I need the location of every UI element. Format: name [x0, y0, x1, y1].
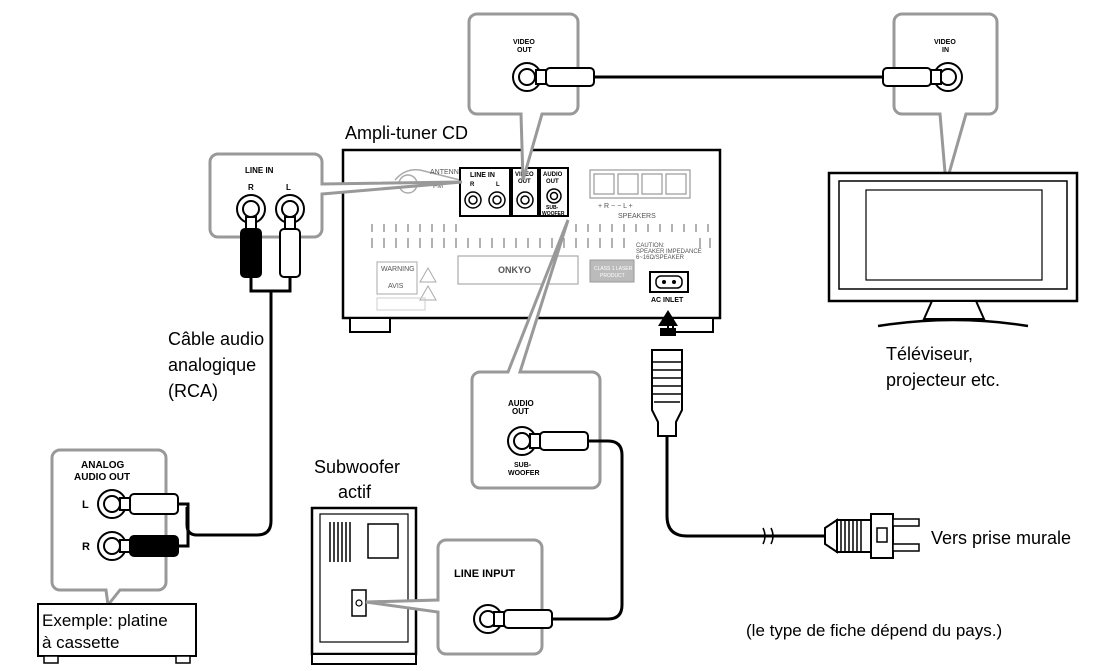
- panel-video-label-2: OUT: [518, 179, 531, 185]
- analog-out-label-1: ANALOG: [81, 460, 125, 471]
- subwoofer-icon: [310, 506, 418, 665]
- audio-out-label-2: OUT: [512, 407, 529, 416]
- panel-caution-1: CAUTION:: [636, 243, 665, 249]
- subwoofer-label-2: actif: [338, 482, 372, 502]
- cable-label-2: analogique: [168, 355, 256, 375]
- panel-r-label: R: [470, 182, 475, 188]
- sub-jack-label-1: SUB-: [514, 462, 532, 469]
- panel-brand: ONKYO: [498, 265, 531, 275]
- analog-audio-out-callout: ANALOG AUDIO OUT L R: [50, 448, 168, 609]
- wall-outlet-label: Vers prise murale: [931, 528, 1071, 548]
- tv-label-2: projecteur etc.: [886, 370, 1000, 390]
- ac-inlet: AC INLET: [649, 271, 689, 304]
- panel-antenna-label: ANTENNA: [430, 169, 464, 176]
- video-in-label-1: VIDEO: [934, 39, 956, 46]
- line-in-callout: LINE IN R L: [208, 152, 463, 239]
- tv-label-1: Téléviseur,: [886, 344, 973, 364]
- video-out-label-2: OUT: [517, 47, 533, 54]
- video-out-label-1: VIDEO: [513, 39, 535, 46]
- panel-laser-1: CLASS 1 LASER: [594, 266, 633, 272]
- panel-caution-3: 6~16Ω/SPEAKER: [636, 255, 685, 261]
- panel-speakers-label: SPEAKERS: [618, 213, 656, 220]
- example-label-2: à cassette: [42, 633, 120, 652]
- panel-sub-label-2: WOOFER: [542, 211, 565, 217]
- video-in-callout: VIDEO IN: [892, 12, 999, 185]
- example-label-1: Exemple: platine: [42, 611, 168, 630]
- panel-caution-2: SPEAKER IMPEDANCE: [636, 249, 702, 255]
- cassette-deck-icon: [37, 603, 197, 664]
- tv-icon: [827, 171, 1079, 328]
- rca-cable: [185, 291, 273, 537]
- analog-out-l-label: L: [82, 499, 89, 511]
- panel-line-in-label: LINE IN: [470, 172, 495, 179]
- rca-plugs-analog-out: [119, 493, 190, 557]
- amp-tuner-unit: ANTENNA FM LINE IN R L VIDEO OUT AUDIO O…: [341, 148, 722, 333]
- video-out-callout: VIDEO OUT: [467, 12, 580, 181]
- panel-laser-2: PRODUCT: [600, 273, 625, 279]
- line-in-l-label: L: [286, 183, 291, 192]
- plug-type-note: (le type de fiche dépend du pays.): [746, 621, 1002, 640]
- amp-tuner-label: Ampli-tuner CD: [345, 123, 468, 143]
- panel-speaker-marks: + R − − L +: [598, 203, 633, 210]
- ac-inlet-label: AC INLET: [651, 297, 684, 304]
- panel-line-in-box: [459, 167, 511, 217]
- cable-label-1: Câble audio: [168, 329, 264, 349]
- analog-out-r-label: R: [82, 541, 90, 553]
- analog-out-label-2: AUDIO OUT: [74, 472, 130, 483]
- sub-jack-label-2: WOOFER: [508, 470, 540, 477]
- panel-sub-label-1: SUB-: [546, 205, 559, 211]
- panel-audio-label-1: AUDIO: [543, 172, 563, 178]
- cable-label-3: (RCA): [168, 381, 218, 401]
- panel-fm-label: FM: [433, 183, 443, 190]
- panel-audio-label-2: OUT: [546, 179, 559, 185]
- audio-out-label-1: AUDIO: [508, 399, 534, 408]
- speaker-terminals: + R − − L + SPEAKERS: [589, 169, 691, 220]
- panel-l-label: L: [496, 182, 500, 188]
- panel-warning: WARNING: [381, 266, 415, 273]
- panel-avis: AVIS: [388, 283, 404, 290]
- line-input-plug-tip: [493, 611, 505, 627]
- panel-vents: [371, 224, 711, 248]
- line-input-label: LINE INPUT: [454, 568, 515, 580]
- power-cord: [651, 310, 920, 559]
- video-cable: [535, 67, 942, 87]
- subwoofer-label-1: Subwoofer: [314, 457, 400, 477]
- rca-plugs-line-in: [240, 216, 301, 293]
- video-in-label-2: IN: [942, 47, 949, 54]
- line-in-label: LINE IN: [245, 166, 274, 175]
- line-in-r-label: R: [248, 183, 254, 192]
- line-input-plug: [503, 609, 553, 629]
